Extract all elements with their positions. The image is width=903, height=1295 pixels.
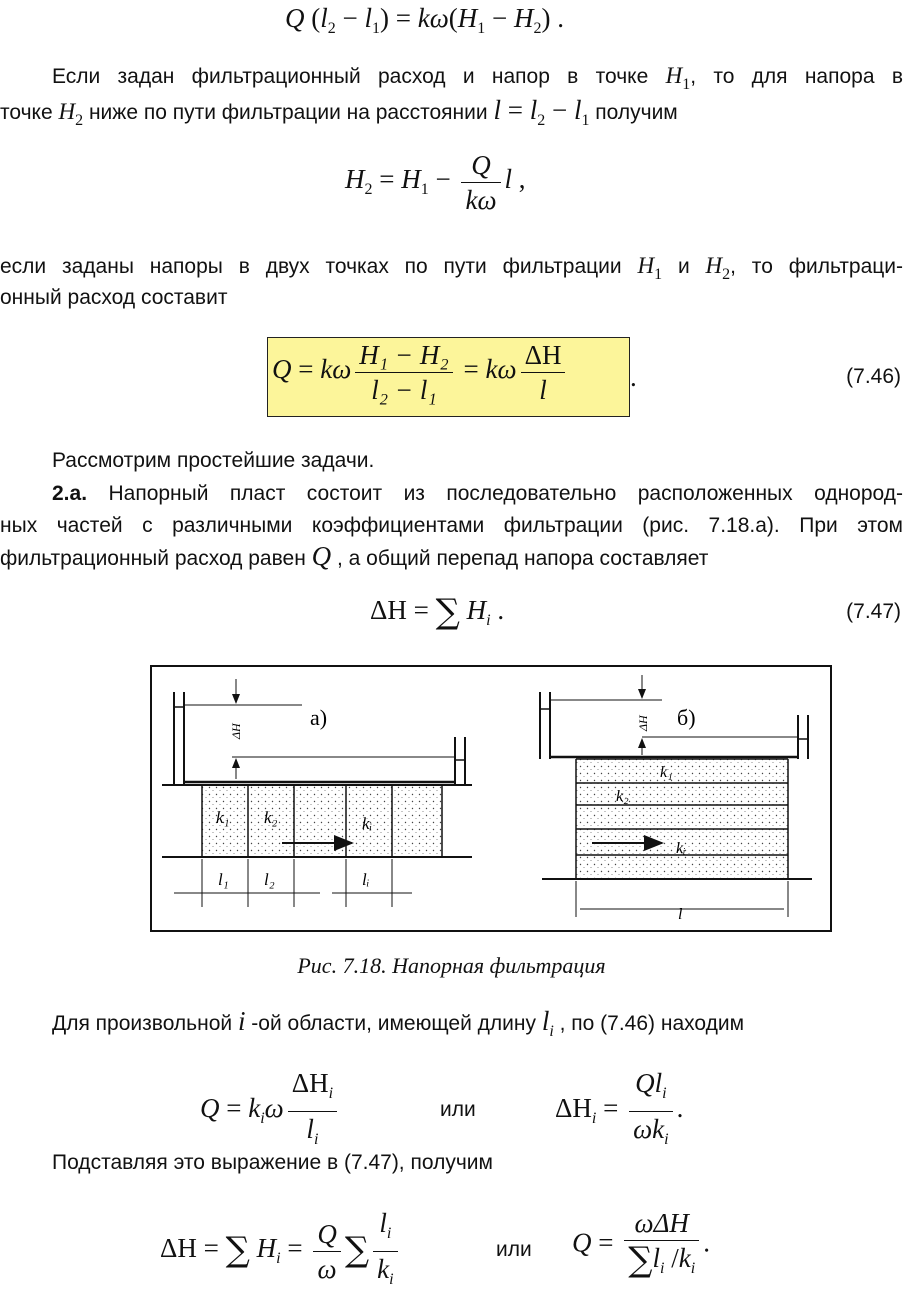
highlighted-equation-box xyxy=(267,337,630,417)
panel-b-dh-label: ΔH xyxy=(636,714,650,732)
panel-a-l2: l₂ xyxy=(264,870,275,889)
equation-last-right: Q = ωΔH∑li /ki. xyxy=(572,1208,710,1284)
paragraph-5: Для произвольной i -ой области, имеющей … xyxy=(52,1006,745,1040)
paragraph-4-line-1: 2.а. Напорный пласт состоит из последова… xyxy=(52,482,903,505)
paragraph-1-line-1: Если задан фильтрационный расход и напор… xyxy=(52,63,903,93)
panel-a-li: lᵢ xyxy=(362,870,369,889)
panel-b-k1: k₁ xyxy=(660,764,673,781)
paragraph-1-line-2: точке H2 ниже по пути фильтрации на расс… xyxy=(0,95,678,129)
equation-7-46-period: . xyxy=(630,362,637,392)
panel-a: ΔH а) k₁ k₂ kᵢ l₁ l₂ lᵢ xyxy=(162,679,472,907)
panel-a-l1: l₁ xyxy=(218,870,229,889)
panel-a-k2: k₂ xyxy=(264,808,278,827)
equation-top: Q (l2 − l1) = kω(H1 − H2) . xyxy=(285,3,565,37)
paragraph-6: Подставляя это выражение в (7.47), получ… xyxy=(52,1151,493,1174)
paragraph-2-line-2: онный расход составит xyxy=(0,286,228,309)
equation-7-47: ΔH = ∑ Hi . xyxy=(370,592,505,632)
paragraph-4-line-3: фильтрационный расход равен Q , а общий … xyxy=(0,541,709,571)
figure-drawing: ΔH а) k₁ k₂ kᵢ l₁ l₂ lᵢ xyxy=(162,675,812,923)
equation-number-7-47: (7.47) xyxy=(846,600,901,623)
panel-b-k2: k₂ xyxy=(616,788,629,805)
panel-b-label: б) xyxy=(677,705,696,730)
panel-b-l: l xyxy=(678,906,683,923)
panel-b: ΔH б) k₁ k₂ kᵢ l xyxy=(539,675,812,923)
equation-or-2: или xyxy=(496,1238,532,1261)
panel-a-ki: kᵢ xyxy=(362,814,372,833)
equation-number-7-46: (7.46) xyxy=(846,365,901,388)
paragraph-3: Рассмотрим простейшие задачи. xyxy=(52,449,375,472)
paragraph-4-line-2: ных частей с различными коэффициентами ф… xyxy=(0,514,903,537)
panel-a-label: а) xyxy=(310,705,327,730)
panel-a-k1: k₁ xyxy=(216,808,229,827)
fraction-wdh-sum: ωΔH∑li /ki xyxy=(624,1208,700,1284)
panel-a-dh-label: ΔH xyxy=(229,722,243,740)
panel-b-ki: kᵢ xyxy=(676,840,686,857)
equation-or-1: или xyxy=(440,1098,476,1121)
figure-7-18: ΔH а) k₁ k₂ kᵢ l₁ l₂ lᵢ xyxy=(150,665,832,932)
figure-caption: Рис. 7.18. Напорная фильтрация xyxy=(297,953,606,978)
paragraph-2-line-1: если заданы напоры в двух точках по пути… xyxy=(0,253,903,283)
